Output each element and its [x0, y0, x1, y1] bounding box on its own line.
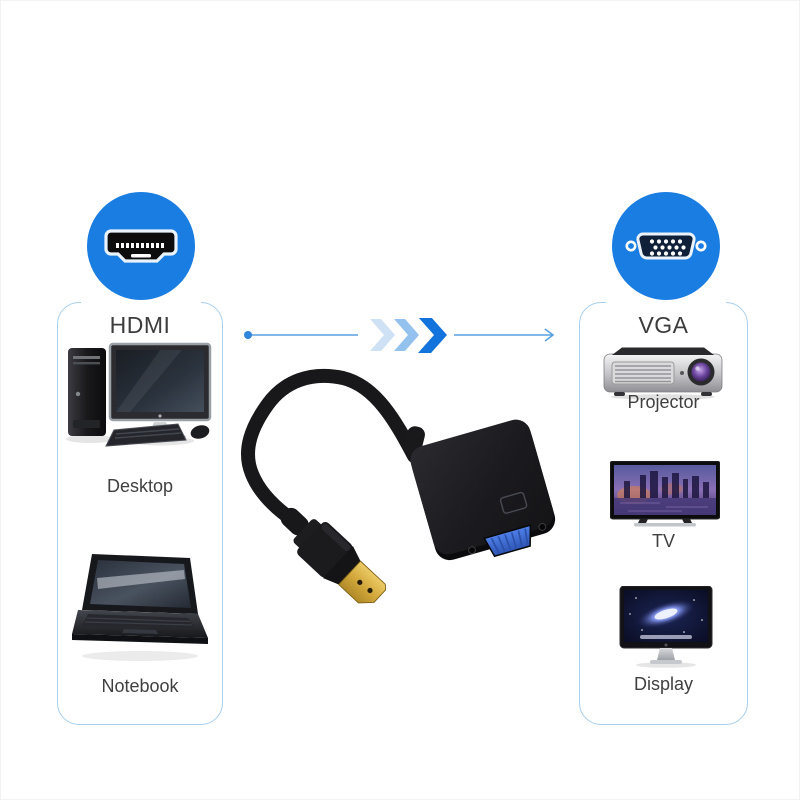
tv-label: TV	[651, 531, 675, 551]
desktop-label: Desktop	[106, 476, 174, 496]
projector-label: Projector	[627, 392, 700, 412]
display-label: Display	[633, 674, 694, 694]
hdmi-connector	[280, 507, 387, 604]
hdmi-badge	[81, 186, 201, 306]
hdmi-port-icon	[87, 192, 195, 300]
tv-image	[610, 461, 720, 529]
triple-chevron-right-icon	[244, 317, 555, 353]
notebook-image	[72, 552, 210, 664]
flow-arrow	[236, 317, 566, 363]
display-image	[614, 586, 718, 668]
hdmi-label: HDMI	[109, 312, 171, 338]
projector-image	[602, 346, 724, 400]
adapter-body	[403, 419, 556, 561]
vga-label: VGA	[638, 312, 689, 338]
hdmi-to-vga-adapter-photo	[241, 368, 556, 604]
vga-port-icon	[612, 192, 720, 300]
notebook-label: Notebook	[101, 676, 179, 696]
adapter-cable	[241, 368, 421, 528]
vga-badge	[606, 186, 726, 306]
vga-port	[468, 523, 547, 558]
desktop-image	[64, 342, 216, 454]
adapter-product-image	[228, 360, 578, 675]
